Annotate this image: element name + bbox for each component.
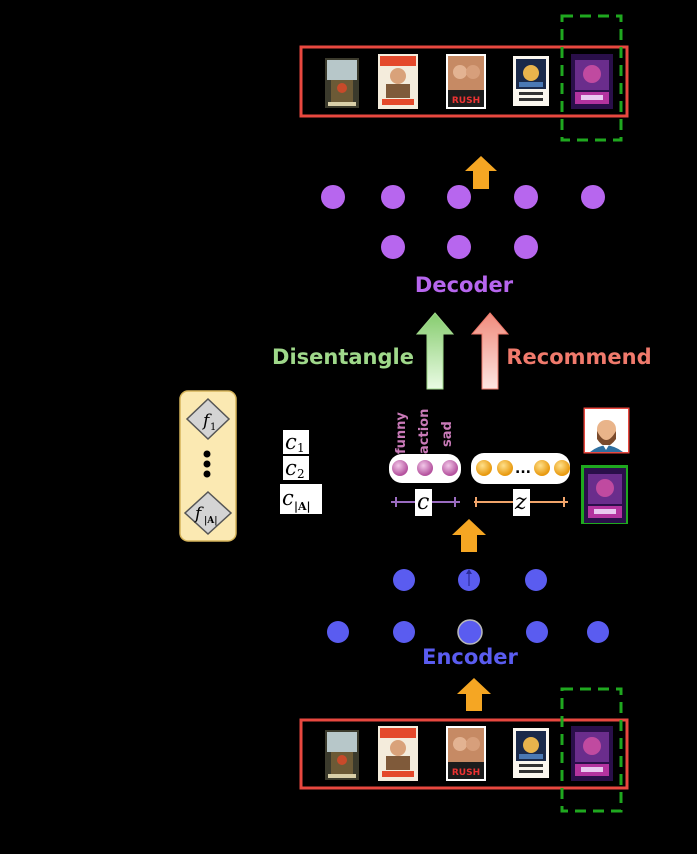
decoder-node: [321, 185, 345, 209]
concept-node-sad: [442, 460, 458, 476]
user-target: [581, 407, 630, 524]
concept-ca-sub: |A|: [294, 500, 311, 513]
decoder-node: [447, 185, 471, 209]
poster-1917: [325, 730, 359, 780]
ellipsis-dot: [203, 470, 211, 478]
concept-node-action: [417, 460, 433, 476]
input-movie-strip: RUSH: [299, 687, 629, 813]
concept-list: c 1 c 2 c |A|: [280, 430, 322, 514]
function-fa-base: f: [193, 504, 204, 524]
latent-arrow: [452, 519, 486, 552]
decoder-network: Decoder: [321, 185, 605, 297]
encoder-node: [526, 621, 548, 643]
latent-node: [497, 460, 513, 476]
decoder-node: [514, 235, 538, 259]
concept-var-bg: [415, 489, 432, 516]
function-fa-sub: |A|: [204, 516, 218, 526]
latent-node: [534, 460, 550, 476]
concept-function-box: f 1 f |A|: [179, 390, 237, 542]
output-strip-box: [299, 45, 629, 118]
output-movie-strip: RUSH: [299, 14, 629, 142]
poster-star-wars: [513, 56, 549, 106]
poster-rush: RUSH: [446, 54, 486, 109]
disentangle-arrow-group: Disentangle: [272, 312, 455, 390]
latent-node: [476, 460, 492, 476]
disentangle-arrow: [415, 312, 455, 390]
latent-var-z: z: [514, 490, 527, 515]
concept-ca-base: c: [282, 486, 294, 510]
concept-ca-bg: [280, 484, 322, 514]
decoder-node: [581, 185, 605, 209]
encoder-node: [525, 569, 547, 591]
poster-rush-title: RUSH: [452, 768, 480, 778]
target-item-poster: [584, 468, 626, 523]
input-arrow: [457, 678, 491, 711]
encoder-network: Encoder: [327, 569, 609, 669]
concept-c1-base: c: [285, 430, 297, 454]
concept-c1-sub: 1: [297, 441, 305, 455]
concept-var-c: c: [417, 490, 429, 515]
concept-c2-base: c: [285, 456, 297, 480]
encoder-node: [587, 621, 609, 643]
concept-c2-sub: 2: [297, 467, 305, 481]
function-diamond-1: [185, 397, 231, 441]
poster-rush-title: RUSH: [452, 96, 480, 106]
latent-vector: ... z: [471, 453, 570, 516]
poster-avengers: [571, 726, 613, 781]
decoder-label: Decoder: [415, 273, 514, 297]
poster-avengers: [571, 54, 613, 109]
poster-rush: RUSH: [446, 726, 486, 781]
encoder-node: [393, 569, 415, 591]
latent-node: [554, 460, 570, 476]
function-f1-base: f: [201, 411, 212, 431]
function-f1-sub: 1: [210, 422, 216, 433]
ellipsis-dot: [203, 460, 211, 468]
encoder-label: Encoder: [422, 645, 518, 669]
concept-sad-label: sad: [440, 421, 455, 447]
encoder-node: [327, 621, 349, 643]
function-diamond-a: [183, 490, 233, 536]
concept-funny-label: funny: [394, 412, 409, 454]
concept-vector: funny action sad c: [389, 409, 461, 516]
recommend-arrow-group: Recommend: [470, 312, 652, 390]
recommend-arrow: [470, 312, 510, 390]
concept-c1-bg: [283, 430, 309, 454]
poster-once-upon-a-time: [378, 726, 418, 781]
poster-once-upon-a-time: [378, 54, 418, 109]
concept-action-label: action: [417, 409, 432, 454]
decoder-node: [381, 185, 405, 209]
input-strip-box: [299, 718, 629, 790]
decoder-node: [514, 185, 538, 209]
poster-1917: [325, 58, 359, 108]
poster-star-wars: [513, 728, 549, 778]
recommend-label: Recommend: [506, 345, 651, 369]
ellipsis-dot: [203, 450, 211, 458]
latent-ellipsis: ...: [515, 461, 531, 477]
encoder-node: [393, 621, 415, 643]
encoder-node: [457, 619, 483, 645]
disentangle-label: Disentangle: [272, 345, 414, 369]
decoder-node: [447, 235, 471, 259]
user-avatar: [585, 409, 628, 452]
encoder-node-mark: [466, 569, 472, 574]
output-arrow: [465, 156, 497, 189]
decoder-node: [381, 235, 405, 259]
latent-var-bg: [513, 489, 530, 516]
concept-c2-bg: [283, 456, 309, 480]
concept-node-funny: [392, 460, 408, 476]
